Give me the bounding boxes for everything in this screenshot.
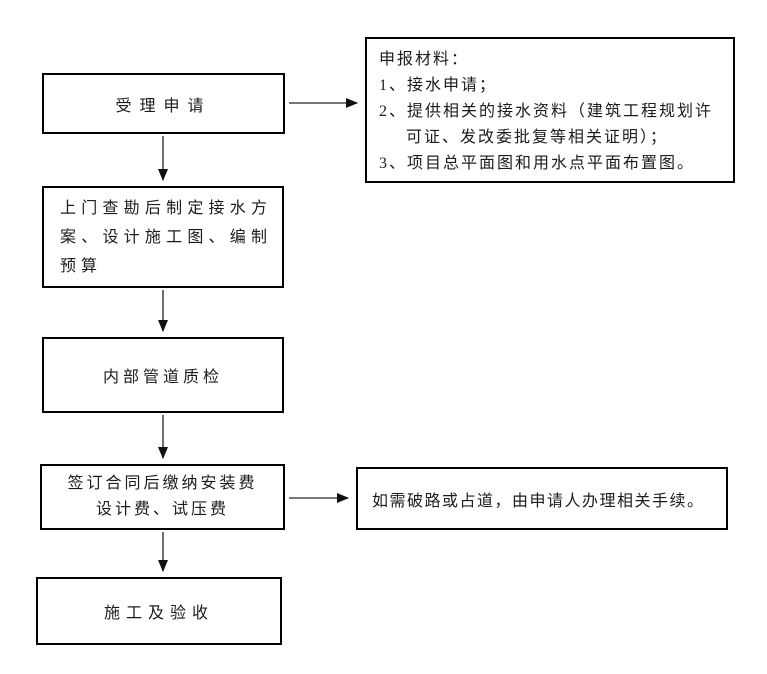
note-application-materials: 申报材料： 1、接水申请； 2、提供相关的接水资料（建筑工程规划许可证、发改委批… [365, 37, 735, 183]
step-sign-contract-pay-fees: 签订合同后缴纳安装费 设计费、试压费 [40, 464, 285, 530]
step-internal-pipe-inspection: 内部管道质检 [42, 337, 284, 413]
note-materials-item-3: 3、项目总平面图和用水点平面布置图。 [379, 155, 696, 172]
note-materials-item-2: 2、提供相关的接水资料（建筑工程规划许可证、发改委批复等相关证明）； [379, 103, 714, 146]
note-materials-item-1: 1、接水申请； [379, 77, 498, 94]
step-internal-pipe-inspection-label: 内部管道质检 [102, 369, 223, 386]
step-site-survey-plan: 上门查勘后制定接水方案、设计施工图、编制预算 [42, 186, 284, 288]
step-site-survey-plan-label: 上门查勘后制定接水方案、设计施工图、编制预算 [60, 200, 272, 275]
note-materials-title: 申报材料： [379, 51, 470, 68]
step-accept-application: 受理申请 [42, 73, 285, 134]
note-road-permission-text: 如需破路或占道，由申请人办理相关手续。 [372, 492, 705, 510]
step-accept-application-label: 受理申请 [115, 97, 212, 115]
step-construction-acceptance: 施工及验收 [36, 577, 282, 645]
note-road-permission: 如需破路或占道，由申请人办理相关手续。 [356, 467, 728, 530]
step-sign-contract-line-1: 签订合同后缴纳安装费 [67, 475, 258, 492]
step-construction-acceptance-label: 施工及验收 [103, 605, 214, 622]
step-sign-contract-line-2: 设计费、试压费 [95, 501, 229, 518]
